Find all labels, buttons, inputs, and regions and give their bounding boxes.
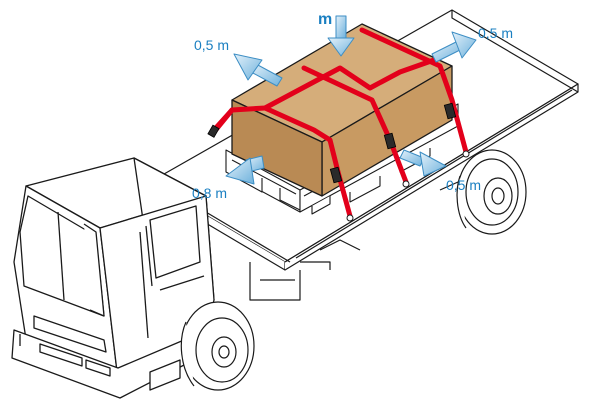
force-label-left: 0,8 m <box>192 185 227 201</box>
front-wheel <box>180 301 255 391</box>
lashing-straps <box>211 27 469 219</box>
rear-wheels <box>439 149 527 235</box>
arrow-back-left-icon <box>233 53 283 87</box>
truck-cab <box>11 157 215 399</box>
arrow-forward-right-icon <box>431 31 477 63</box>
force-label-top: m <box>318 11 332 28</box>
cargo-end-face <box>231 99 323 197</box>
strap-2 <box>301 65 409 185</box>
arrow-down-icon <box>327 15 355 57</box>
side-window <box>149 205 201 279</box>
strap-hooks <box>346 150 470 222</box>
strap-3 <box>359 27 469 155</box>
force-label-front: 0,5 m <box>478 25 513 41</box>
arrow-side-left-icon <box>225 155 265 185</box>
force-label-right: 0,5 m <box>446 177 481 193</box>
strap-ratchets <box>207 102 457 184</box>
force-label-back: 0,5 m <box>194 37 229 53</box>
arrow-side-right-icon <box>399 149 447 177</box>
